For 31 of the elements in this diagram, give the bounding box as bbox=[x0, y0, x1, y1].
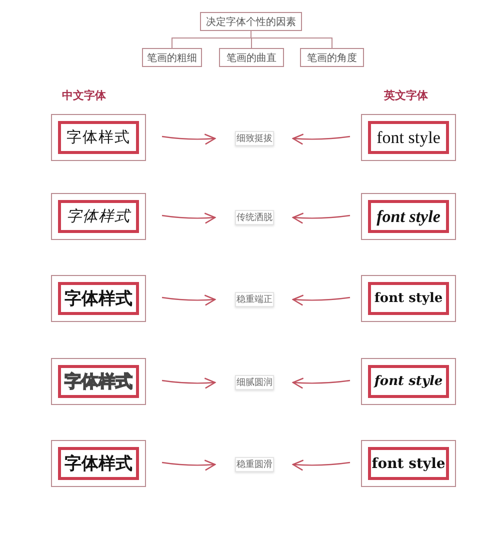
factor-box: 决定字体个性的因素 bbox=[200, 12, 302, 31]
trait-tag: 稳重圆滑 bbox=[235, 457, 274, 472]
column-heading: 中文字体 bbox=[62, 88, 106, 103]
font-sample-box: font style bbox=[361, 275, 456, 322]
factor-box: 笔画的曲直 bbox=[219, 48, 284, 67]
font-sample-box: font style bbox=[361, 193, 456, 240]
font-sample-box: 字体样式 bbox=[51, 275, 146, 322]
font-sample-box: font style bbox=[361, 114, 456, 161]
arrow bbox=[292, 459, 350, 471]
arrow bbox=[162, 294, 216, 306]
trait-tag: 稳重端正 bbox=[235, 292, 274, 307]
arrow bbox=[162, 378, 216, 389]
arrow bbox=[292, 377, 350, 389]
trait-tag: 传统洒脱 bbox=[235, 210, 274, 225]
arrow bbox=[292, 212, 350, 224]
font-sample-box: 字体样式 bbox=[51, 440, 146, 487]
font-sample-box: 字体样式 bbox=[51, 358, 146, 405]
arrow bbox=[162, 134, 216, 145]
trait-tag: 细腻圆润 bbox=[235, 375, 274, 390]
font-sample-box: font style bbox=[361, 440, 456, 487]
font-sample-box: 字体样式 bbox=[51, 193, 146, 240]
font-sample-box: 字体样式 bbox=[51, 114, 146, 161]
font-sample-box: font style bbox=[361, 358, 456, 405]
trait-tag: 细致挺拔 bbox=[235, 131, 274, 146]
arrow bbox=[292, 133, 350, 145]
arrow bbox=[162, 460, 216, 471]
arrow bbox=[292, 294, 350, 306]
column-heading: 英文字体 bbox=[384, 88, 428, 103]
arrow bbox=[162, 212, 216, 224]
factor-box: 笔画的粗细 bbox=[142, 48, 202, 67]
factor-box: 笔画的角度 bbox=[300, 48, 364, 67]
